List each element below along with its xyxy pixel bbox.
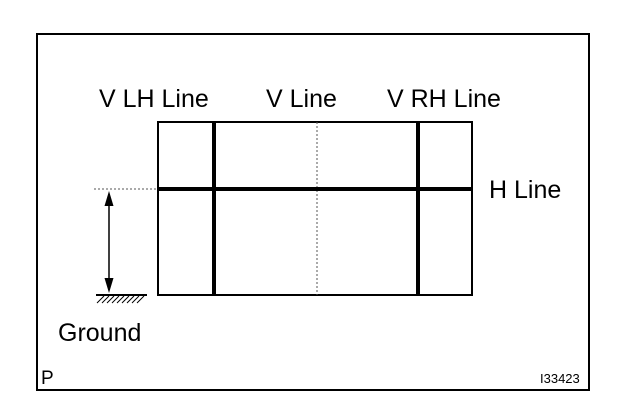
panel-outline [157,121,473,296]
h-line-label: H Line [489,176,561,204]
ground-label: Ground [58,319,141,347]
v-rh-line-label: V RH Line [387,85,501,113]
arrow-down-icon [104,278,114,293]
figure-code: I33423 [540,371,580,386]
ground-symbol-icon [96,294,147,304]
figure-frame [36,33,590,391]
v-line-label: V Line [266,85,337,113]
arrow-up-icon [104,191,114,206]
corner-mark: P [41,368,54,389]
v-lh-line-label: V LH Line [99,85,209,113]
